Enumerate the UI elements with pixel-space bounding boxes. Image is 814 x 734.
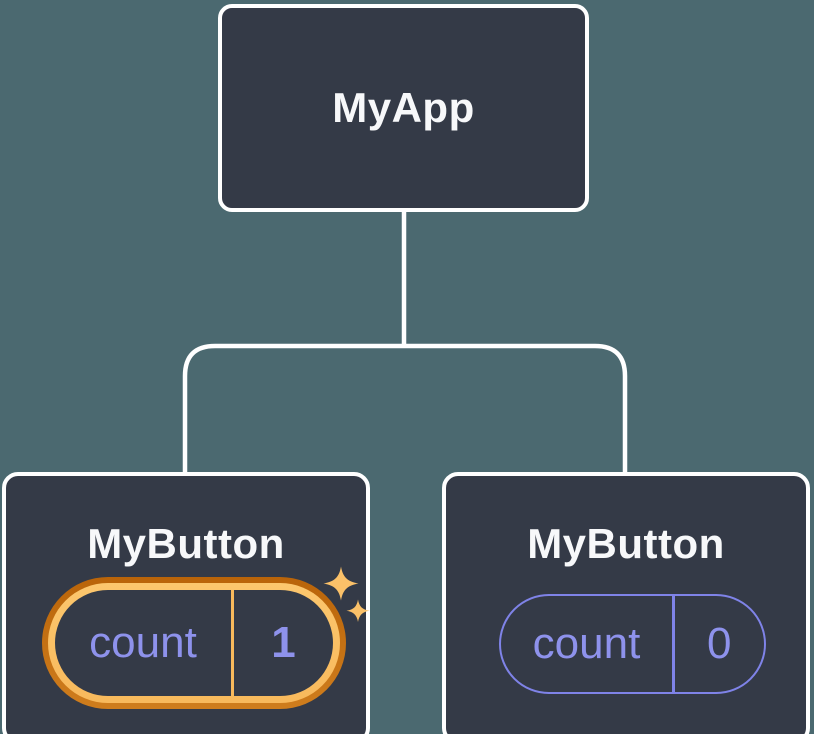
state-pill-active: count 1 (55, 590, 333, 696)
state-pill-divider (231, 590, 234, 696)
node-myapp-label: MyApp (332, 84, 475, 131)
state-pill-inactive: count 0 (499, 594, 766, 694)
node-mybutton-active-label: MyButton (87, 520, 285, 567)
state-pill-highlight-ring: count 1 (42, 577, 346, 709)
connector-bracket (182, 343, 628, 474)
state-name-label: count (532, 619, 641, 668)
sparkles-icon (323, 566, 370, 622)
state-pill-highlight-gold: count 1 (48, 583, 340, 703)
state-value-label: 1 (271, 618, 296, 667)
state-name-label: count (89, 618, 197, 667)
state-value-label: 0 (707, 619, 732, 668)
node-myapp: MyApp (218, 4, 589, 212)
node-mybutton-inactive-label: MyButton (527, 520, 725, 567)
state-pill-divider (672, 596, 675, 692)
node-mybutton-inactive: MyButton count 0 (442, 472, 810, 734)
node-mybutton-active: MyButton count 1 (2, 472, 370, 734)
